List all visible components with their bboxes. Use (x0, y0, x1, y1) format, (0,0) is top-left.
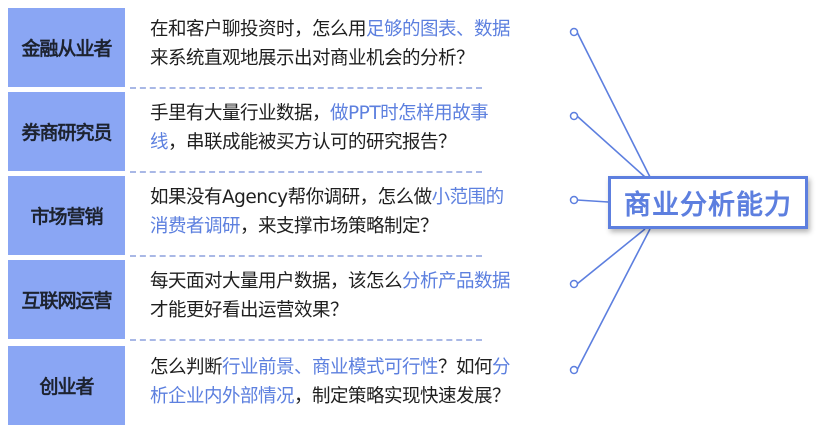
highlighted-text: 做PPT时怎样用故事 (330, 103, 489, 124)
row-divider (130, 255, 482, 257)
row-divider (130, 87, 482, 89)
text-segment: ，来支撑市场策略制定？ (240, 216, 439, 237)
text-segment: 手里有大量行业数据， (150, 103, 331, 124)
description-line: 如果没有Agency帮你调研，怎么做小范围的 (150, 183, 570, 212)
text-segment: 来系统直观地展示出对商业机会的分析？ (150, 48, 475, 69)
role-box: 互联网运营 (8, 260, 125, 339)
connector-node-icon (569, 279, 579, 289)
role-description: 每天面对大量用户数据，该怎么分析产品数据才能更好看出运营效果？ (150, 267, 570, 325)
role-box: 市场营销 (8, 176, 125, 255)
role-description: 手里有大量行业数据，做PPT时怎样用故事线，串联成能被买方认可的研究报告？ (150, 99, 570, 157)
role-box: 金融从业者 (8, 8, 125, 87)
text-segment: 在和客户聊投资时，怎么用 (150, 19, 367, 40)
description-line: 消费者调研，来支撑市场策略制定？ (150, 212, 570, 241)
highlighted-text: 析企业内外部情况 (150, 386, 295, 407)
highlighted-text: 分析产品数据 (402, 271, 511, 292)
central-topic: 商业分析能力 (608, 176, 808, 229)
row-divider (130, 171, 482, 173)
connector-line (576, 228, 651, 371)
text-segment: 每天面对大量用户数据，该怎么 (150, 271, 403, 292)
description-line: 怎么判断行业前景、商业模式可行性？如何分 (150, 353, 570, 382)
highlighted-text: 足够的图表、数据 (366, 19, 511, 40)
row-divider (130, 339, 482, 341)
description-line: 手里有大量行业数据，做PPT时怎样用故事 (150, 99, 570, 128)
description-line: 线，串联成能被买方认可的研究报告？ (150, 128, 570, 157)
text-segment: ，制定策略实现快速发展？ (294, 386, 511, 407)
connector-line (576, 228, 646, 285)
connector-node-icon (569, 195, 579, 205)
highlighted-text: 小范围的 (431, 187, 505, 208)
connector-line (576, 31, 651, 178)
highlighted-text: 分 (492, 357, 511, 378)
role-description: 如果没有Agency帮你调研，怎么做小范围的消费者调研，来支撑市场策略制定？ (150, 183, 570, 241)
description-line: 析企业内外部情况，制定策略实现快速发展？ (150, 382, 570, 411)
connector-line (576, 115, 646, 178)
connector-node-icon (569, 365, 579, 375)
description-line: 才能更好看出运营效果？ (150, 296, 570, 325)
role-description: 怎么判断行业前景、商业模式可行性？如何分析企业内外部情况，制定策略实现快速发展？ (150, 353, 570, 411)
highlighted-text: 行业前景、商业模式可行性 (222, 357, 439, 378)
role-box: 券商研究员 (8, 92, 125, 171)
text-segment: 如果没有Agency帮你调研，怎么做 (150, 187, 432, 208)
text-segment: 才能更好看出运营效果？ (150, 300, 349, 321)
text-segment: ，串联成能被买方认可的研究报告？ (168, 132, 457, 153)
role-description: 在和客户聊投资时，怎么用足够的图表、数据来系统直观地展示出对商业机会的分析？ (150, 15, 570, 73)
description-line: 来系统直观地展示出对商业机会的分析？ (150, 44, 570, 73)
connector-line (576, 199, 609, 203)
description-line: 每天面对大量用户数据，该怎么分析产品数据 (150, 267, 570, 296)
role-box: 创业者 (8, 346, 125, 425)
highlighted-text: 消费者调研 (150, 216, 241, 237)
text-segment: ？如何 (438, 357, 493, 378)
description-line: 在和客户聊投资时，怎么用足够的图表、数据 (150, 15, 570, 44)
highlighted-text: 线 (150, 132, 169, 153)
connector-node-icon (569, 111, 579, 121)
text-segment: 怎么判断 (150, 357, 223, 378)
connector-node-icon (569, 27, 579, 37)
